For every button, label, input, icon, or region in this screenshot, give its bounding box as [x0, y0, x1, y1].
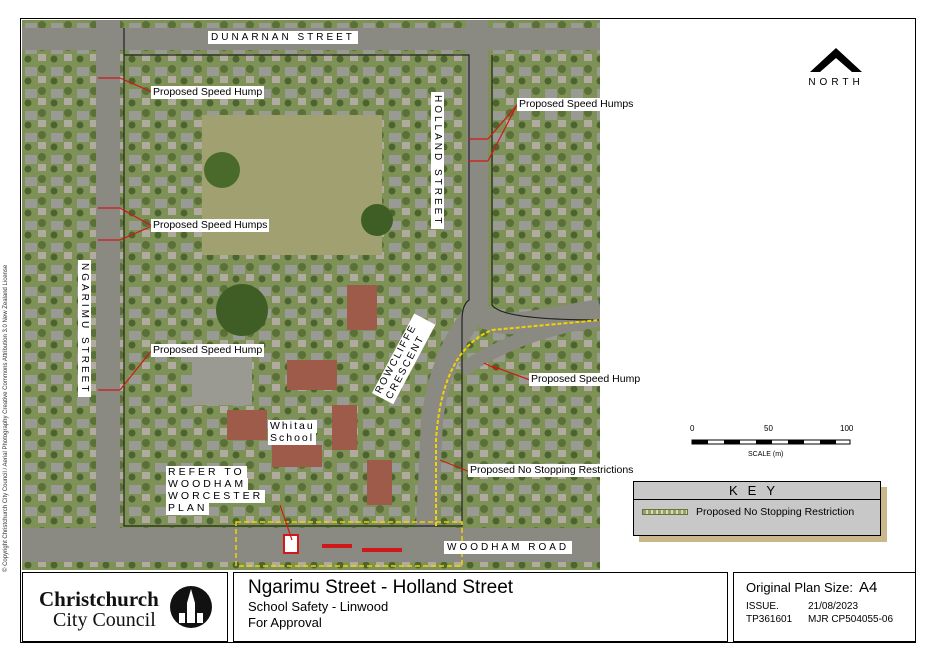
legend-key: KEY Proposed No Stopping Restriction — [633, 481, 881, 536]
council-logo-block: Christchurch City Council — [22, 572, 228, 642]
holland-street-label: HOLLAND STREET — [431, 92, 444, 230]
plan-size: Original Plan Size: A4 — [746, 579, 903, 596]
refer-label-1: REFER TO — [166, 466, 247, 479]
ngarimu-street-road — [96, 20, 120, 540]
scale-tick: 50 — [764, 424, 773, 433]
speed-hump-label: Proposed Speed Hump — [151, 86, 265, 99]
school-name-label-1: Whitau — [268, 420, 317, 433]
school-building — [347, 285, 377, 330]
school-building — [332, 405, 357, 450]
scale-tick: 0 — [690, 424, 695, 433]
red-marking — [322, 544, 352, 548]
issue-row: ISSUE. 21/08/2023 — [746, 601, 903, 612]
no-stopping-label: Proposed No Stopping Restrictions — [468, 464, 636, 477]
kerb-line — [491, 55, 600, 321]
logo-line-1: Christchurch — [39, 587, 159, 611]
plan-frame — [20, 18, 916, 643]
dunarnan-street-label: DUNARNAN STREET — [208, 31, 358, 44]
plan-info-block: Original Plan Size:A4 ISSUE. 21/08/2023 … — [733, 572, 916, 642]
aerial-map[interactable] — [22, 20, 600, 570]
side-road — [458, 313, 600, 376]
school-name-label-2: School — [268, 432, 317, 445]
plan-title: Ngarimu Street - Holland Street — [248, 577, 514, 598]
ngarimu-street-label: NGARIMU STREET — [78, 260, 91, 398]
plan-status: For Approval — [248, 615, 322, 630]
plan-size-label: Original Plan Size: — [746, 580, 853, 595]
cathedral-logo-icon — [170, 586, 212, 628]
north-arrow-icon — [810, 48, 862, 72]
plan-subtitle: School Safety - Linwood — [248, 599, 389, 614]
car-park — [192, 355, 252, 405]
logo-line-2: City Council — [53, 609, 156, 631]
reference-row: TP361601 MJR CP504055-06 — [746, 614, 903, 625]
reference-2: MJR CP504055-06 — [808, 614, 894, 625]
copyright-notice: © Copyright Christchurch City Council / … — [3, 264, 9, 572]
red-marking — [362, 548, 402, 552]
scale-bar-graphic — [691, 439, 851, 445]
speed-humps-label: Proposed Speed Humps — [151, 219, 270, 232]
rowcliffe-crescent-road — [416, 302, 486, 529]
refer-label-4: PLAN — [166, 502, 210, 515]
scale-caption: SCALE (m) — [748, 451, 784, 458]
key-item-label: Proposed No Stopping Restriction — [696, 506, 855, 518]
tree — [361, 204, 393, 236]
speed-humps-label: Proposed Speed Humps — [517, 98, 636, 111]
north-label: NORTH — [808, 77, 864, 88]
title-block: Ngarimu Street - Holland Street School S… — [233, 572, 728, 642]
hump-markers — [98, 77, 531, 541]
kerb-line — [123, 28, 470, 527]
speed-hump-label: Proposed Speed Hump — [151, 344, 265, 357]
holland-street-road — [466, 20, 488, 310]
tree — [204, 152, 240, 188]
refer-label-2: WOODHAM — [166, 478, 249, 491]
scale-tick: 100 — [840, 424, 854, 433]
tree — [216, 284, 268, 336]
school-building — [227, 410, 267, 440]
scale-bar: 0 50 100 SCALE (m) — [688, 424, 858, 464]
school-building — [367, 460, 392, 505]
school-building — [287, 360, 337, 390]
school-building — [272, 445, 322, 467]
no-stopping-swatch — [642, 509, 688, 515]
key-item: Proposed No Stopping Restriction — [642, 506, 854, 518]
issue-date: 21/08/2023 — [808, 601, 859, 612]
crossing — [283, 534, 299, 554]
speed-hump-label: Proposed Speed Hump — [529, 373, 643, 386]
plan-size-value: A4 — [858, 579, 878, 596]
north-arrow: NORTH — [806, 44, 866, 88]
reference-1: TP361601 — [746, 614, 793, 625]
no-stopping-line — [435, 319, 600, 526]
refer-label-3: WORCESTER — [166, 490, 266, 503]
issue-label: ISSUE. — [746, 601, 779, 612]
key-heading: KEY — [634, 482, 880, 500]
woodham-road-label: WOODHAM ROAD — [444, 541, 573, 554]
